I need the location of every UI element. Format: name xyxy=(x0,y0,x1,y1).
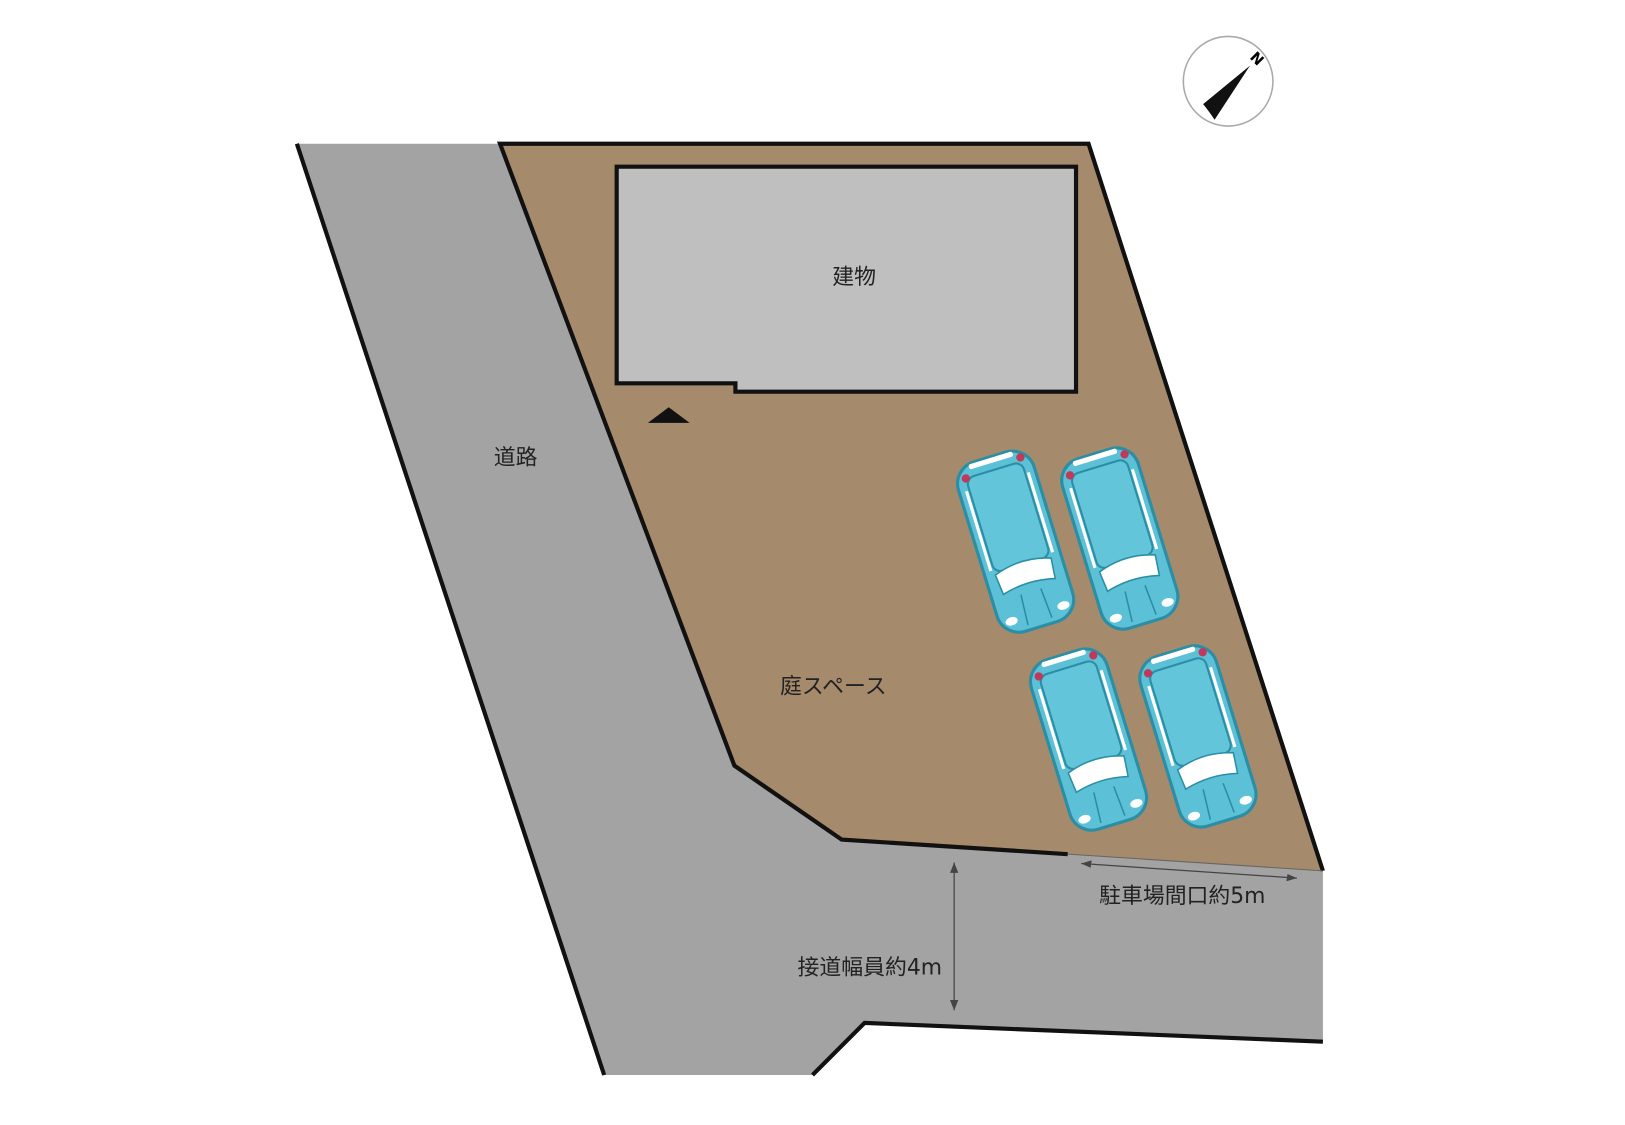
parking-frontage-dimension xyxy=(1081,860,1297,882)
road-edge-left xyxy=(294,143,607,1076)
road-edge-bottom xyxy=(811,1020,1324,1077)
road-area xyxy=(296,143,1323,1075)
car-icon xyxy=(956,449,1076,634)
building-label: 建物 xyxy=(832,265,876,290)
north-compass-icon: N xyxy=(1182,35,1274,127)
car-icon xyxy=(1028,647,1149,832)
lot-boundary xyxy=(496,141,1325,872)
building xyxy=(614,164,1079,394)
parking-frontage-label: 駐車場間口約5m xyxy=(1099,884,1265,909)
lot-boundary-opening xyxy=(1067,853,1323,872)
road-label: 道路 xyxy=(494,445,538,470)
road-width-dimension xyxy=(950,862,959,1011)
car-icon xyxy=(1138,644,1258,829)
garden-label: 庭スペース xyxy=(780,675,887,700)
road-width-label: 接道幅員約4m xyxy=(798,956,942,981)
car-icon xyxy=(1060,446,1180,631)
entrance-triangle-icon xyxy=(647,407,690,423)
